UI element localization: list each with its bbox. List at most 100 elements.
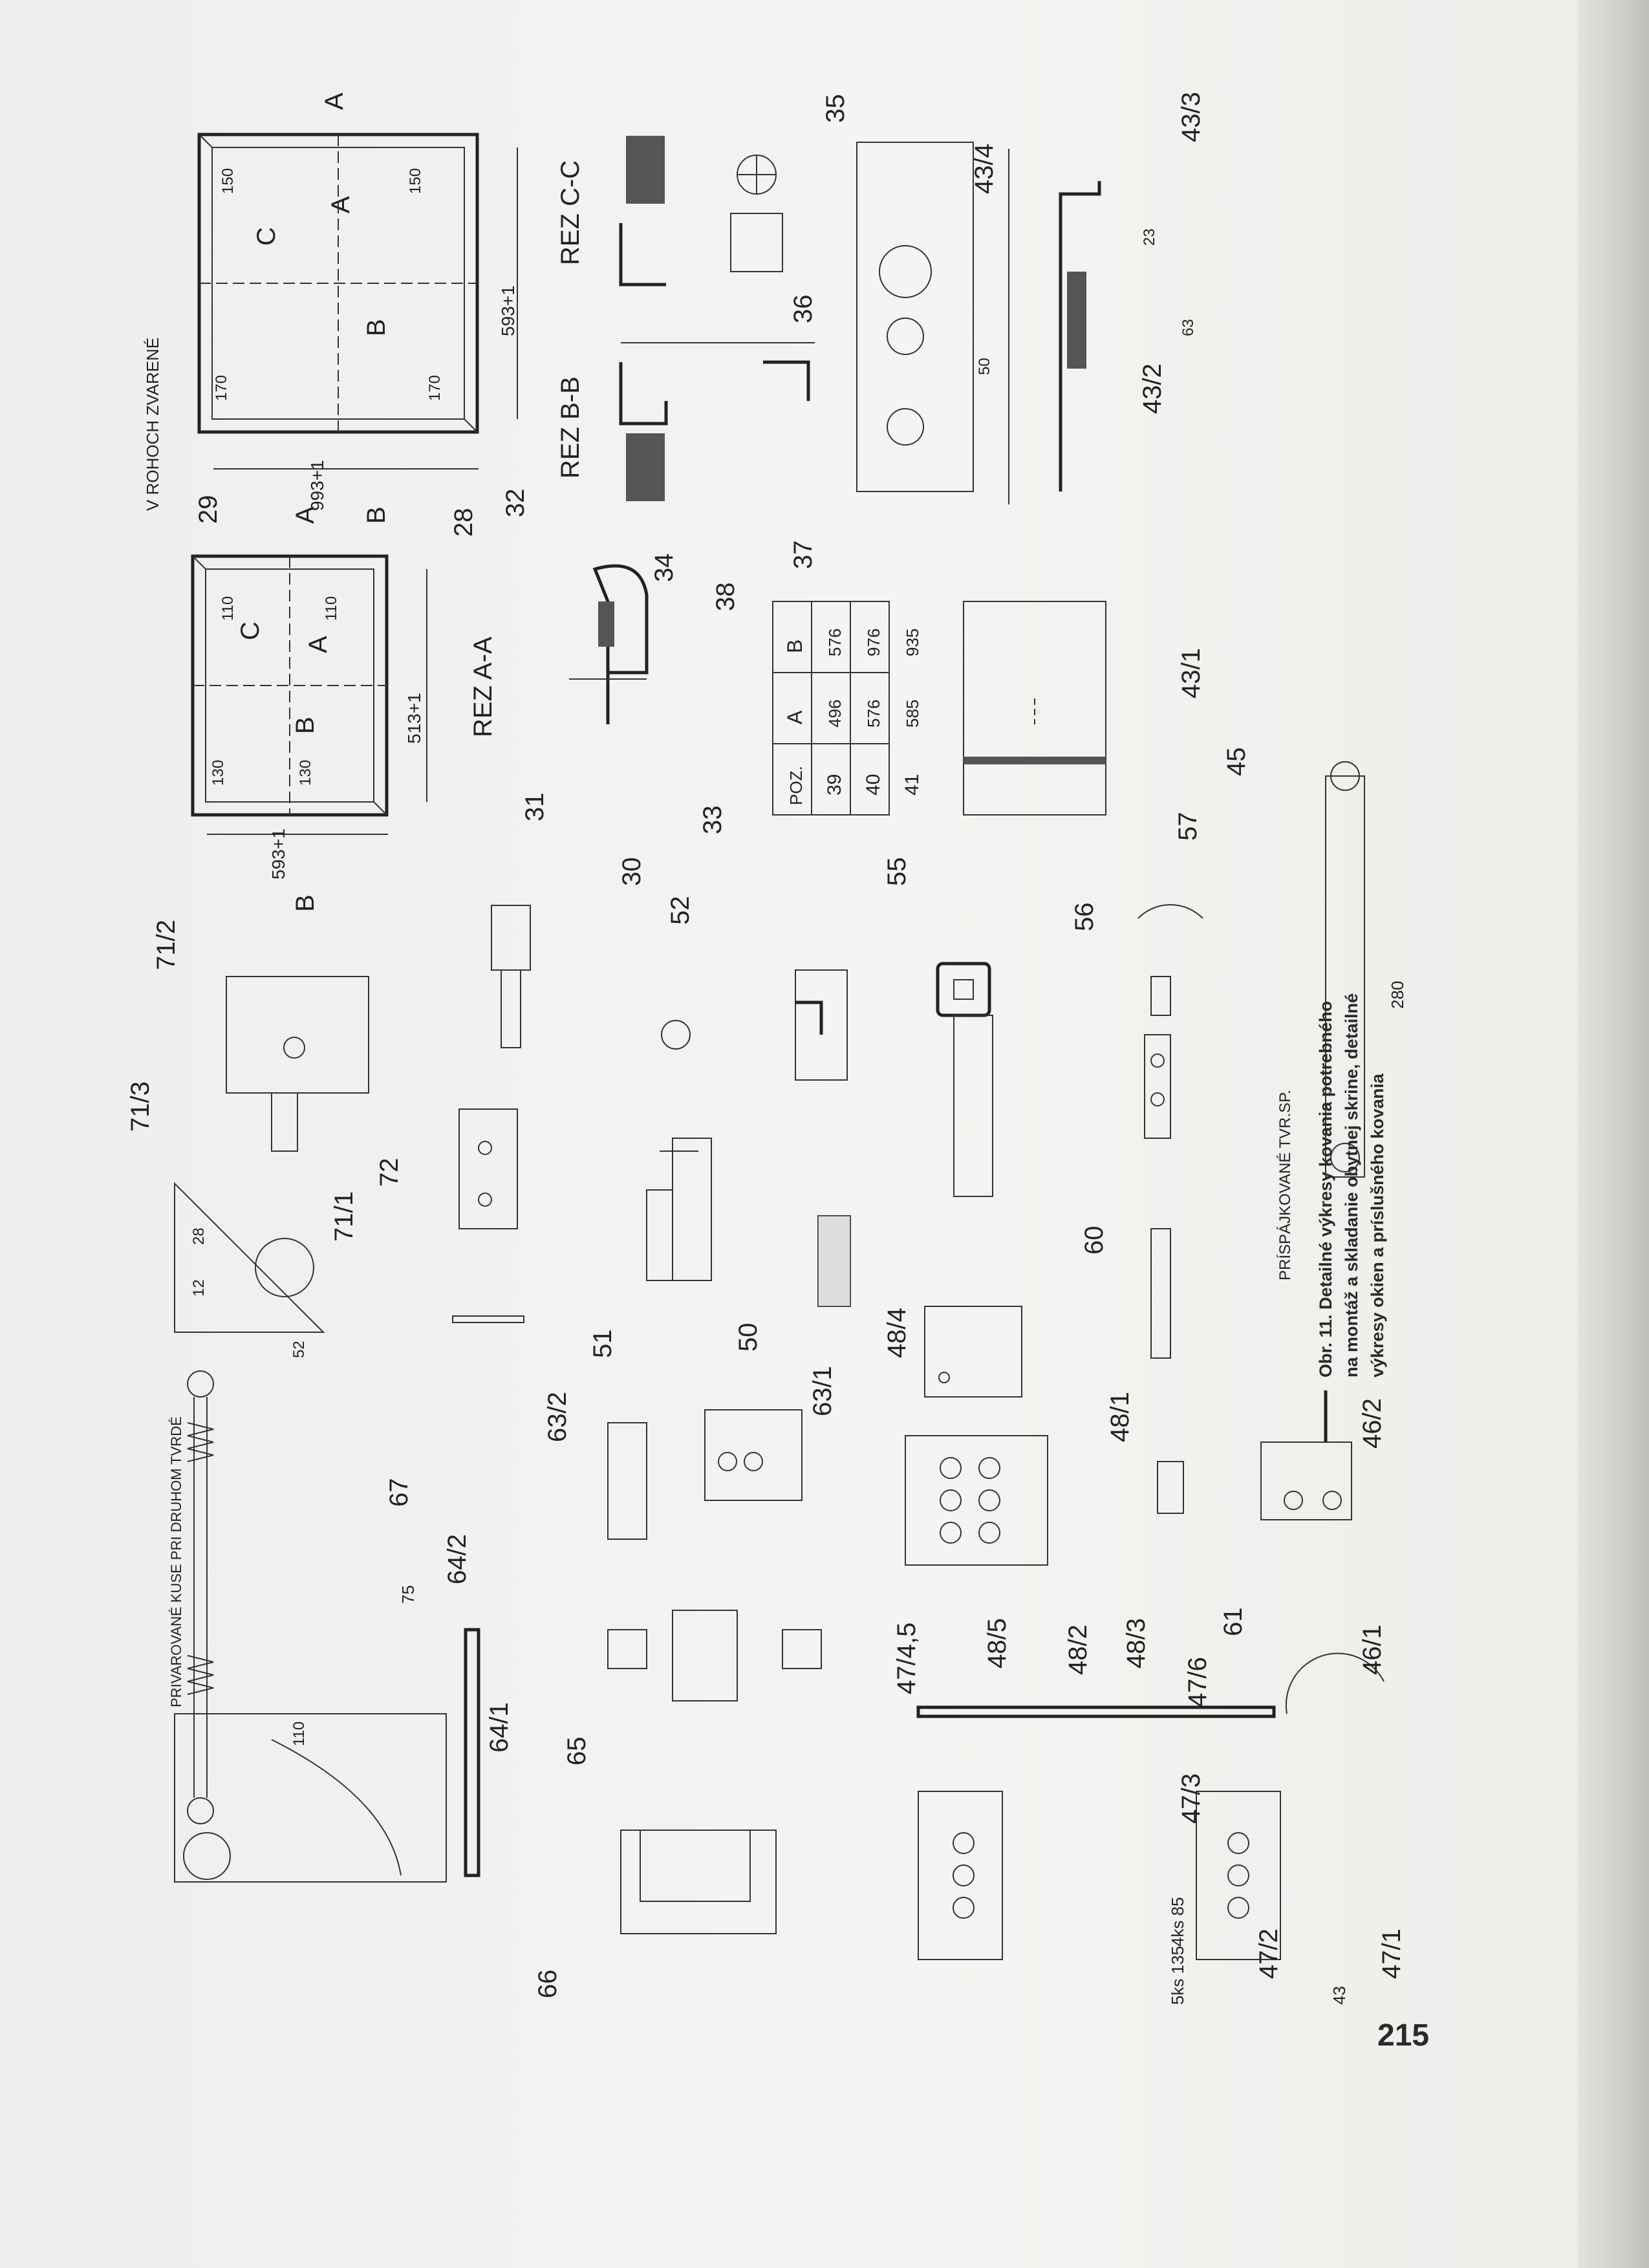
- pos-35: 35: [821, 94, 850, 124]
- panel-ab: [963, 601, 1106, 815]
- caption-line-2: na montáž a skladanie obytnej skrine, de…: [1342, 993, 1361, 1377]
- view-label-b2: B: [362, 506, 391, 524]
- part-55-56: [936, 962, 993, 1197]
- dim-frame2-w: 993+1: [307, 460, 327, 511]
- part-57: [1137, 903, 1203, 1139]
- pos-71-1: 71/1: [330, 1191, 358, 1242]
- frame-28: [191, 554, 427, 835]
- part-66: [620, 1830, 777, 1934]
- dim-bracket-110: 110: [290, 1722, 308, 1746]
- part-46: [1260, 1390, 1352, 1520]
- section-c-label: REZ C-C: [556, 160, 585, 265]
- part-45-rod: [1325, 761, 1365, 1178]
- pos-64-1: 64/1: [485, 1702, 513, 1753]
- dim-plate-28: 28: [190, 1227, 208, 1245]
- pos-46-2: 46/2: [1358, 1398, 1386, 1449]
- part-48: [905, 1306, 1048, 1566]
- part-63: [607, 1409, 803, 1540]
- pos-33: 33: [698, 806, 727, 835]
- view-label-b3: B: [291, 717, 319, 734]
- pos-56: 56: [1070, 903, 1099, 932]
- pos-38: 38: [711, 583, 740, 612]
- pos-50: 50: [734, 1323, 762, 1352]
- pos-71-2: 71/2: [152, 920, 180, 970]
- table-r2-b: 976: [864, 629, 883, 656]
- dim-rod-280: 280: [1388, 981, 1407, 1009]
- pos-47-3: 47/3: [1177, 1773, 1205, 1824]
- dim-spring-75: 75: [398, 1585, 418, 1604]
- pos-72: 72: [375, 1158, 404, 1187]
- pos-28: 28: [449, 508, 478, 537]
- dim-frame1-w: 593+1: [268, 828, 288, 880]
- part-36-pin: [491, 905, 531, 1048]
- view-label-c1: C: [252, 227, 281, 246]
- dim-130-a: 130: [210, 760, 227, 786]
- table-r1-poz: 39: [824, 774, 845, 795]
- pos-63-2: 63/2: [543, 1392, 572, 1442]
- dim-plate-12: 12: [190, 1279, 208, 1297]
- part-64: [174, 1628, 480, 1883]
- pos-47-45: 47/4,5: [892, 1623, 921, 1694]
- forged-note: PRÍSPÁJKOVANÉ TVR.SP.: [1277, 1090, 1294, 1280]
- pos-67: 67: [385, 1478, 413, 1507]
- pos-57: 57: [1174, 812, 1202, 841]
- pos-31: 31: [521, 793, 549, 822]
- caption-line-3: výkresy okien a príslušného kovania: [1368, 1074, 1387, 1377]
- pos-47-6: 47/6: [1183, 1657, 1212, 1707]
- dim-frame1-h: 513+1: [404, 693, 424, 744]
- pos-30: 30: [618, 858, 646, 887]
- part-67-spring: [187, 1370, 214, 1824]
- view-label-b1: B: [362, 319, 391, 336]
- part-71: [174, 976, 369, 1333]
- part-52: [661, 969, 848, 1081]
- section-b-label: REZ B-B: [556, 376, 585, 479]
- view-label-a3: A: [291, 506, 319, 524]
- view-label-c2: C: [236, 621, 264, 640]
- table-r3-a: 585: [903, 700, 922, 728]
- dim-hinge-63: 63: [1180, 319, 1197, 336]
- table-r3-poz: 41: [901, 774, 923, 795]
- view-label-a2: A: [327, 196, 355, 213]
- part-61: [1157, 1461, 1184, 1514]
- figure-caption: Obr. 11. Detailné výkresy kovania potreb…: [1313, 744, 1403, 1377]
- pos-43-3: 43/3: [1177, 92, 1205, 142]
- part-50: [817, 1215, 851, 1307]
- dim-hinge-23: 23: [1141, 228, 1158, 246]
- dim-170-b: 170: [426, 375, 444, 401]
- pos-29: 29: [194, 495, 222, 524]
- pos-43-1: 43/1: [1177, 648, 1205, 698]
- pos-47-2: 47/2: [1255, 1928, 1283, 1979]
- table-header-poz: POZ.: [786, 766, 806, 805]
- corner-note: V ROHOCH ZVARENÉ: [143, 338, 162, 511]
- pos-48-3: 48/3: [1122, 1618, 1150, 1669]
- scan-edge-shadow: [1578, 0, 1649, 2268]
- frame-29: [197, 133, 518, 470]
- section-c-detail: [619, 136, 783, 286]
- pos-55: 55: [883, 858, 911, 887]
- dim-110-a: 110: [219, 596, 237, 621]
- position-table: [772, 601, 890, 815]
- part-65: [607, 1610, 822, 1701]
- section-a-detail: [569, 564, 649, 724]
- pos-43-4: 43/4: [970, 144, 998, 194]
- pos-66: 66: [534, 1970, 562, 1999]
- pos-48-5: 48/5: [983, 1618, 1011, 1669]
- table-r3-b: 935: [903, 629, 922, 656]
- pos-48-4: 48/4: [883, 1308, 911, 1358]
- view-label-a4: A: [304, 636, 332, 653]
- dim-110-b: 110: [323, 596, 340, 621]
- dim-plate-52: 52: [290, 1341, 308, 1358]
- table-r1-a: 496: [825, 700, 845, 728]
- pos-51: 51: [588, 1330, 617, 1359]
- table-header-a: A: [783, 710, 806, 724]
- pos-36: 36: [789, 295, 817, 324]
- pos-48-2: 48/2: [1064, 1625, 1092, 1675]
- dim-hinge-50: 50: [976, 358, 993, 375]
- dim-130-b: 130: [297, 760, 314, 786]
- part-72: [452, 1108, 524, 1323]
- dim-150-b: 150: [407, 168, 424, 194]
- weld-note: PRIVAROVANÉ KUSE PRI DRUHOM TVRDÉ: [168, 1416, 184, 1707]
- table-r2-poz: 40: [863, 774, 884, 795]
- pos-61: 61: [1219, 1608, 1247, 1637]
